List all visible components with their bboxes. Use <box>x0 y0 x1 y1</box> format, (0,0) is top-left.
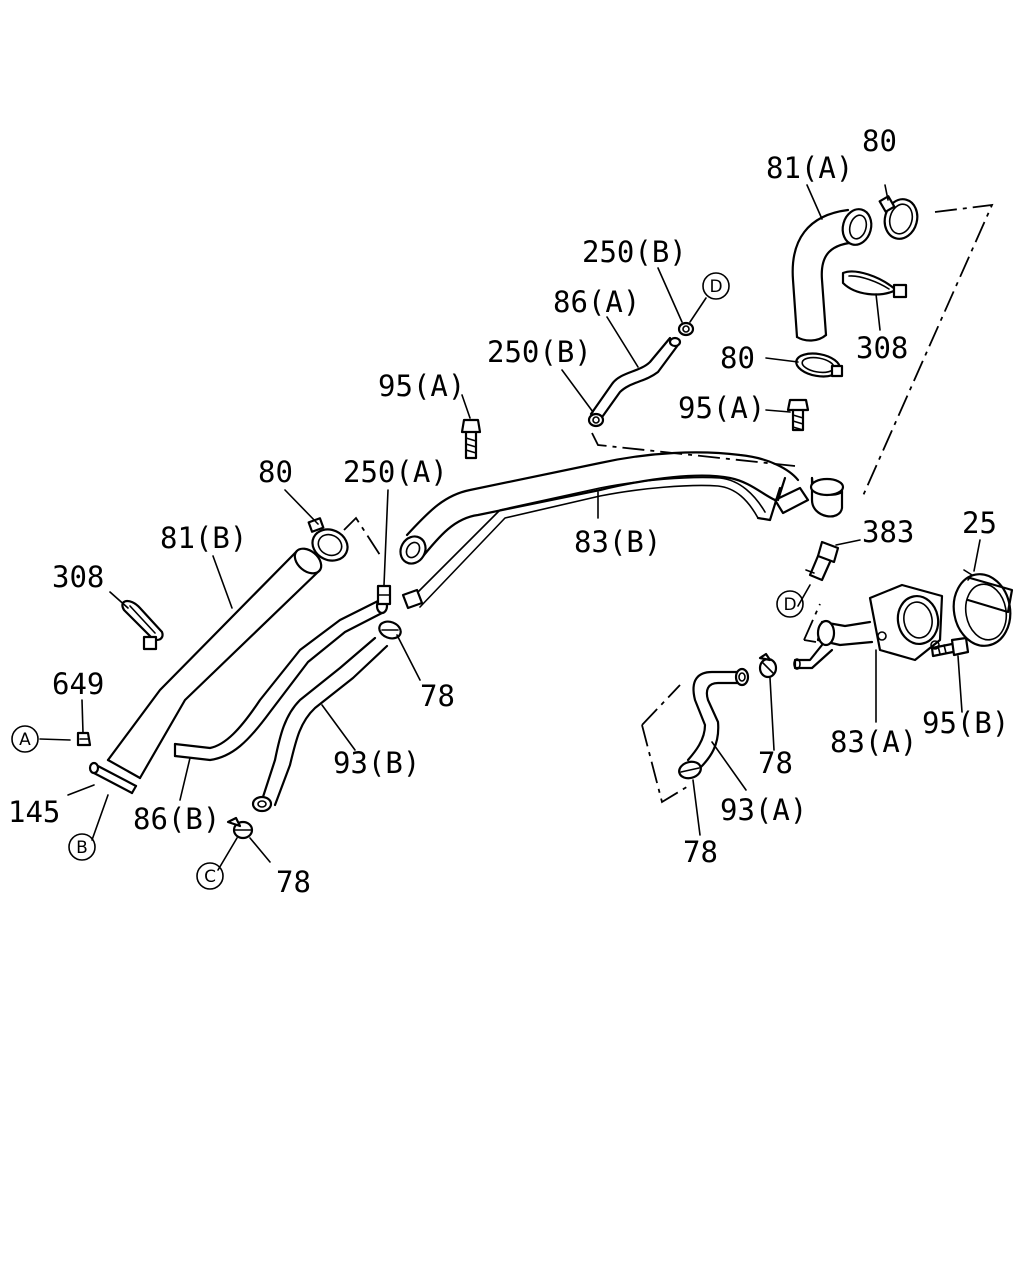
pipe-83b <box>399 451 810 610</box>
connector-d-mid: D <box>776 590 804 618</box>
hose-81b <box>106 547 323 780</box>
callout-145: 145 <box>8 795 60 829</box>
clamp-80-left <box>307 517 349 562</box>
callout-83b: 83(B) <box>574 525 661 559</box>
clamp-308-right <box>841 270 908 299</box>
callout-78-right: 78 <box>758 746 793 780</box>
callout-250a: 250(A) <box>343 455 448 489</box>
clamp-80-mid <box>795 352 844 378</box>
callout-250b-lower: 250(B) <box>487 335 592 369</box>
svg-text:C: C <box>204 867 216 887</box>
hose-86a <box>589 336 682 422</box>
clamp-78-mid <box>378 620 402 640</box>
callout-81a: 81(A) <box>766 151 853 185</box>
callout-81b: 81(B) <box>160 521 247 555</box>
clip-250a <box>376 584 392 606</box>
callout-95b: 95(B) <box>922 706 1009 740</box>
callout-labels: 80 81(A) 308 250(B) 86(A) 250(B) 80 95(A… <box>8 124 1009 899</box>
svg-text:A: A <box>19 730 31 750</box>
hose-93b <box>251 636 389 813</box>
callout-649: 649 <box>52 667 104 701</box>
callout-83a: 83(A) <box>830 725 917 759</box>
callout-80-top: 80 <box>862 124 897 158</box>
pipe-83a <box>793 583 944 670</box>
guide-lines <box>343 203 994 804</box>
clamp-78-bottom-right <box>678 760 702 780</box>
callout-308-left: 308 <box>52 560 104 594</box>
connector-labels: A B C D D <box>11 272 804 890</box>
leader-lines <box>39 184 981 871</box>
callout-250b-upper: 250(B) <box>582 235 687 269</box>
housing-25 <box>952 569 1014 647</box>
callout-93a: 93(A) <box>720 793 807 827</box>
callout-80-left: 80 <box>258 455 293 489</box>
hose-86b <box>173 597 389 762</box>
callout-95a-left: 95(A) <box>378 369 465 403</box>
svg-text:D: D <box>783 595 796 615</box>
callout-95a-right: 95(A) <box>678 391 765 425</box>
svg-text:D: D <box>709 277 722 297</box>
callout-86b: 86(B) <box>133 802 220 836</box>
callout-25: 25 <box>962 506 997 540</box>
part-649 <box>76 731 92 747</box>
callout-86a: 86(A) <box>553 285 640 319</box>
svg-text:B: B <box>76 838 88 858</box>
connector-c: C <box>196 862 224 890</box>
bolt-95a-right <box>786 398 810 432</box>
hose-81a <box>791 208 873 342</box>
part-145 <box>88 761 138 795</box>
callout-78-mid: 78 <box>420 679 455 713</box>
hose-short-right <box>809 476 845 518</box>
callout-78-bottom-left: 78 <box>276 865 311 899</box>
hose-93a <box>686 667 750 770</box>
callout-80-mid: 80 <box>720 341 755 375</box>
callout-308-right: 308 <box>856 331 908 365</box>
connector-d-top: D <box>702 272 730 300</box>
clamp-78-bottom-left <box>226 816 254 840</box>
bolt-95b <box>930 636 970 658</box>
connector-a: A <box>11 725 39 753</box>
clamp-80-top <box>878 195 919 240</box>
callout-383: 383 <box>862 515 914 549</box>
part-383 <box>805 540 840 582</box>
clamp-78-right <box>758 652 778 679</box>
callout-78-bottom-right: 78 <box>683 835 718 869</box>
clip-250b-upper <box>677 321 695 337</box>
connector-b: B <box>68 833 96 861</box>
clamp-308-left <box>121 600 164 651</box>
clip-250b-lower <box>587 412 605 428</box>
bolt-95a-left <box>460 418 482 460</box>
callout-93b: 93(B) <box>333 746 420 780</box>
